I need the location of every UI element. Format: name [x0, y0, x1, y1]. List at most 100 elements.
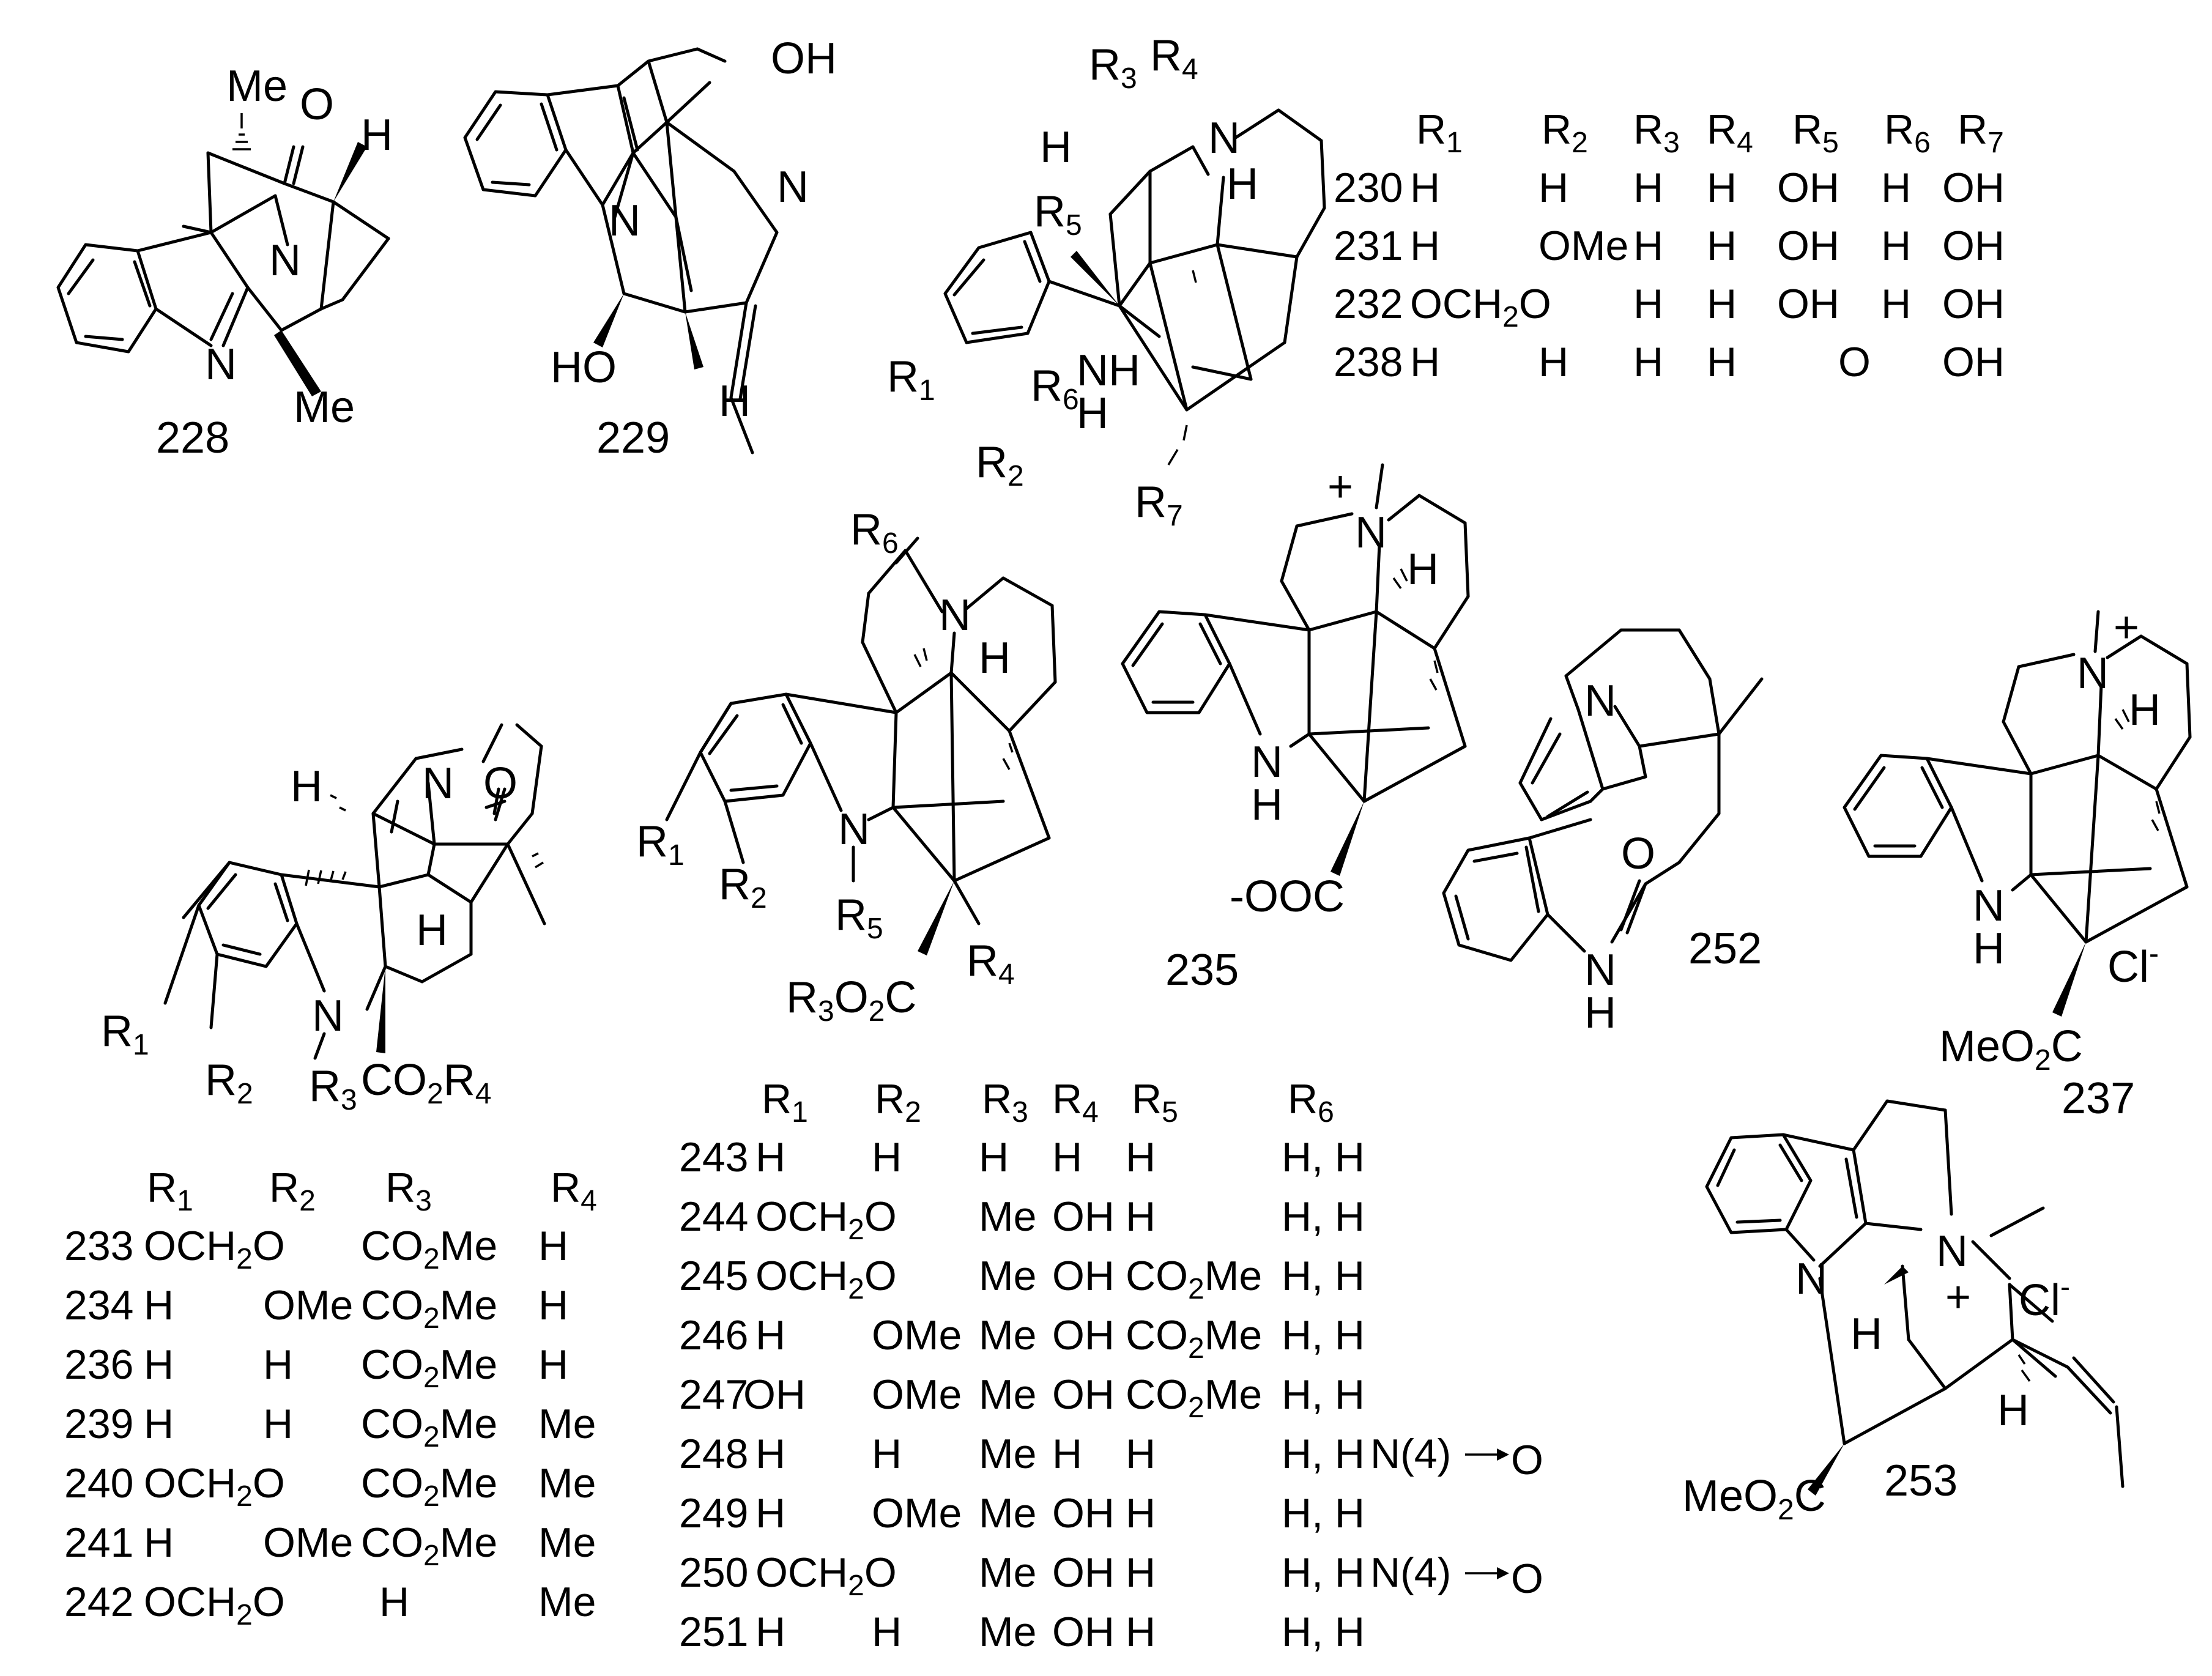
table-243-cell: H [872, 1609, 902, 1655]
compound-252: N O N H 252 [1442, 628, 1764, 1037]
compound-253: N N + Cl- H H MeO2C 253 [1682, 1099, 2125, 1526]
c237-nh-h: H [1973, 924, 2005, 973]
table-230-cell: H [1707, 223, 1737, 269]
table-243-cell: H [755, 1312, 785, 1359]
table-233-cell: 242 [64, 1579, 133, 1625]
table-230-cell: H [1410, 339, 1440, 385]
table-243-cell: CO2Me [1126, 1371, 1262, 1424]
table-243-cell: 244 [679, 1193, 748, 1240]
c230-r7: R7 [1135, 478, 1183, 532]
c229-ho: HO [551, 343, 617, 392]
table-233-cell: OCH2O [144, 1223, 285, 1275]
c237-h: H [2129, 686, 2161, 735]
table-230-header: R2 [1542, 106, 1588, 159]
arrow-icon [1465, 1567, 1509, 1579]
table-233-cell: Me [538, 1460, 596, 1507]
table-230-cell: H [1707, 165, 1737, 211]
c237-plus: + [2114, 603, 2139, 652]
table-233-cell: OCH2O [144, 1460, 285, 1513]
table-243-cell: H, H [1282, 1134, 1365, 1181]
table-243-header: R5 [1132, 1076, 1178, 1129]
table-243-cell: Me [979, 1193, 1036, 1240]
c235-nh-h: H [1251, 781, 1283, 829]
c228-me-bottom: Me [294, 383, 355, 432]
compound-243-core: R6 N H R1 R2 N R5 R3O2C R4 [636, 505, 1057, 1028]
table-233-cell: CO2Me [361, 1519, 497, 1572]
table-243-cell: H [1126, 1490, 1156, 1537]
table-233-cell: CO2Me [361, 1401, 497, 1453]
arrow-icon [1465, 1448, 1509, 1461]
table-233-cell: H [144, 1401, 174, 1447]
c237-n: N [2077, 649, 2109, 698]
c253-n-quat: N [1936, 1227, 1968, 1276]
c243-r1: R1 [636, 817, 685, 872]
table-243-cell: CO2Me [1126, 1312, 1262, 1365]
table-243-cell: OCH2O [755, 1549, 897, 1602]
table-243-cell: Me [979, 1490, 1036, 1537]
table-233-cell: Me [538, 1519, 596, 1566]
compound-229: OH N N HO H 229 [463, 34, 837, 462]
table-230-cell: OH [1942, 223, 2005, 269]
c233-r2: R2 [205, 1056, 253, 1110]
table-243-cell: OH [1052, 1490, 1115, 1537]
c243-r6: R6 [850, 505, 899, 560]
c253-h-right: H [1997, 1386, 2029, 1435]
table-230-cell: OH [1777, 223, 1839, 269]
table-230-cell: OH [1942, 165, 2005, 211]
c230-r5: R5 [1034, 187, 1082, 242]
table-233-cell: 236 [64, 1341, 133, 1388]
table-230-header: R3 [1633, 106, 1680, 159]
table-243-cell: H [755, 1431, 785, 1477]
c230-r6: R6 [1031, 362, 1079, 416]
table-243-header: R6 [1288, 1076, 1334, 1129]
c243-r4: R4 [967, 936, 1015, 991]
c237-cl: Cl- [2107, 938, 2159, 992]
c253-h-left: H [1850, 1310, 1882, 1359]
table-243-cell: 248 [679, 1431, 748, 1477]
table-233-cell: H [538, 1223, 568, 1269]
table-230-cell: 230 [1334, 165, 1403, 211]
compound-228: Me O H N N Me 228 [56, 62, 393, 462]
table-243-cell: OH [1052, 1253, 1115, 1299]
table-233-cell: CO2Me [361, 1460, 497, 1513]
table-243-cell: OH [1052, 1371, 1115, 1418]
table-233-cell: CO2Me [361, 1223, 497, 1275]
table-230-cell: H [1538, 339, 1568, 385]
c233-h-mid: H [416, 906, 448, 955]
table-243-cell: H, H [1282, 1193, 1365, 1240]
table-243-cell: H, H [1282, 1549, 1365, 1596]
table-243-cell: OH [1052, 1549, 1115, 1596]
table-230-cell: H [1881, 165, 1911, 211]
table-230-cell: H [1707, 339, 1737, 385]
table-233-cell: 234 [64, 1282, 133, 1329]
table-243-cell: OMe [872, 1371, 962, 1418]
table-243-cell: H, H [1282, 1371, 1365, 1418]
c230-h-low: H [1077, 389, 1108, 438]
table-243-cell: Me [979, 1431, 1036, 1477]
c252-n-amide-h: H [1584, 988, 1616, 1037]
table-230-cell: H [1881, 281, 1911, 327]
table-230-cell: OH [1942, 339, 2005, 385]
table-243-cell: H, H [1282, 1253, 1365, 1299]
table-230-header: R7 [1958, 106, 2004, 159]
table-243-cell: H [1126, 1549, 1156, 1596]
table-233-cell: Me [538, 1579, 596, 1625]
c252-o: O [1621, 829, 1655, 878]
c233-r1: R1 [101, 1007, 149, 1061]
table-243-cell: Me [979, 1609, 1036, 1655]
table-243-cell: H [1052, 1134, 1082, 1181]
table-233-cell: CO2Me [361, 1341, 497, 1394]
c235-ooc: -OOC [1230, 872, 1345, 921]
c252-label: 252 [1688, 924, 1762, 973]
table-230-cell: 231 [1334, 223, 1403, 269]
table-230-header: R4 [1707, 106, 1753, 159]
table-243-note: N(4) [1370, 1549, 1451, 1596]
table-233-cell: 240 [64, 1460, 133, 1507]
table-243-cell: OH [1052, 1193, 1115, 1240]
table-243-cell: 245 [679, 1253, 748, 1299]
c237-label: 237 [2062, 1074, 2135, 1123]
c230-nh: NH [1077, 346, 1140, 395]
table-243-cell: 249 [679, 1490, 748, 1537]
